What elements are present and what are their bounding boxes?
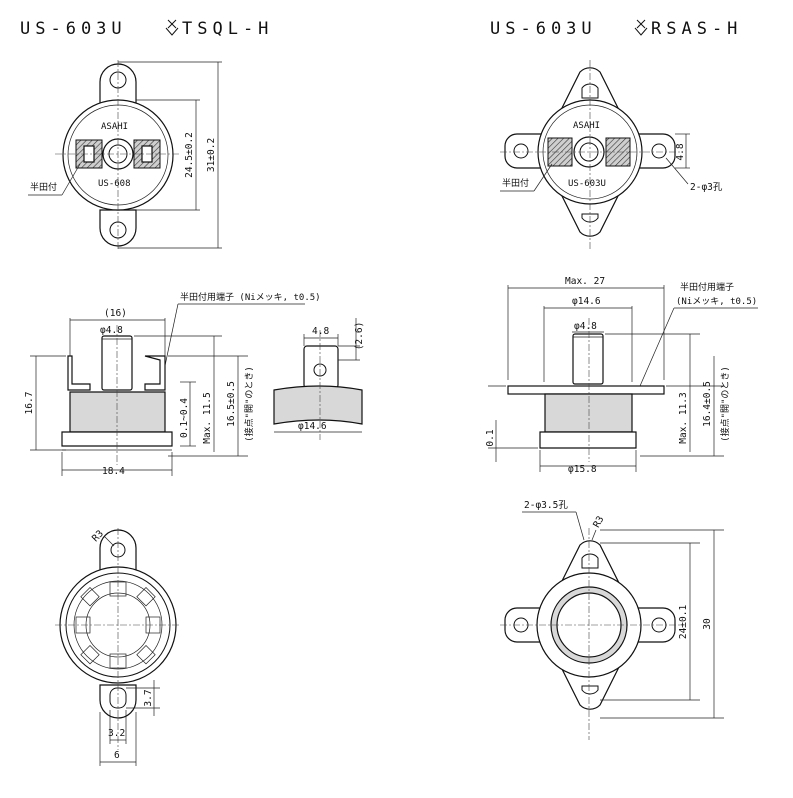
dim-overall: 30: [702, 618, 713, 630]
ear-hole-icon: [651, 143, 667, 159]
dim-max-width: Max. 27: [565, 276, 605, 287]
dim-max-height: Max. 11.3: [678, 392, 689, 443]
dim-contact-note: (接点"開"のとき): [243, 366, 255, 442]
dim-base-dia: φ15.8: [568, 464, 597, 475]
dim-mount-holes: 2-φ3.5孔: [524, 500, 568, 511]
solder-label: 半田付: [30, 181, 57, 193]
cross-mark-icon: [634, 19, 648, 36]
left-side-view: 半田付用端子 (Niメッキ, t0.5) (16) φ4.8 16.7 18.4…: [24, 291, 365, 477]
ear-hole-icon: [513, 143, 529, 159]
dim-slot-width: 3.2: [108, 728, 125, 739]
left-title-prefix: US-603U: [20, 19, 127, 39]
terminal-note-2: (Niメッキ, t0.5): [676, 297, 757, 307]
dim-ear-height: 4.8: [675, 143, 686, 160]
cross-mark-icon: [165, 19, 179, 36]
dim-terminal-dia: φ14.6: [298, 421, 327, 432]
dim-contact-height: 16.4±0.5: [702, 381, 713, 427]
dim-terminal-top: (2.6): [354, 322, 365, 351]
right-bottom-view: 2-φ3.5孔 R3 24±0.1 30: [500, 500, 724, 740]
dim-inner-height: 24.5±0.2: [184, 132, 195, 178]
solder-label: 半田付: [502, 177, 529, 189]
brand-label: ASAHI: [573, 121, 600, 131]
terminal-note-1: 半田付用端子: [680, 281, 734, 293]
left-title: US-603U TSQL-H: [20, 19, 273, 39]
dim-terminal-width: 4.8: [312, 326, 329, 337]
left-title-suffix: TSQL-H: [182, 19, 273, 39]
model-label: US-603U: [568, 179, 606, 189]
dim-cap-dia: φ14.6: [572, 296, 601, 307]
right-title: US-603U RSAS-H: [490, 19, 742, 39]
terminal-note: 半田付用端子 (Niメッキ, t0.5): [180, 291, 321, 303]
dim-gap: 0.1: [485, 429, 496, 446]
dim-slot-height: 3.7: [143, 689, 154, 706]
right-side-view: Max. 27 半田付用端子 (Niメッキ, t0.5) φ14.6 φ4.8 …: [485, 276, 758, 475]
dim-contact-height: 16.5±0.5: [226, 381, 237, 427]
left-bottom-view: R3 3.7 3.2 6: [55, 528, 180, 766]
right-title-suffix: RSAS-H: [651, 19, 742, 39]
dim-total-height: 16.7: [24, 392, 35, 415]
dim-hole-pitch: 24±0.1: [678, 605, 689, 640]
dim-outer-height: 31±0.2: [206, 138, 217, 172]
dim-pitch: (16): [104, 308, 127, 319]
dim-contact-note: (接点"開"のとき): [719, 366, 731, 442]
dim-gap: 0.1~0.4: [179, 398, 190, 438]
right-top-view: ASAHI US-603U 半田付 4.8 2-φ3孔: [500, 60, 723, 250]
model-label: US-608: [98, 179, 131, 189]
dim-pin-dia: φ4.8: [574, 321, 597, 332]
dim-base-dia: 18.4: [102, 466, 125, 477]
left-top-view: ASAHI US-608 半田付 24.5±0.2 31±0.2: [28, 60, 222, 250]
dim-holes: 2-φ3孔: [690, 182, 723, 193]
right-title-prefix: US-603U: [490, 19, 597, 39]
brand-label: ASAHI: [101, 122, 128, 132]
dim-corner-radius: R3: [591, 514, 606, 529]
dim-max-height: Max. 11.5: [202, 392, 213, 443]
dim-ear-width: 6: [114, 750, 120, 761]
dim-pin-dia: φ4.8: [100, 325, 123, 336]
